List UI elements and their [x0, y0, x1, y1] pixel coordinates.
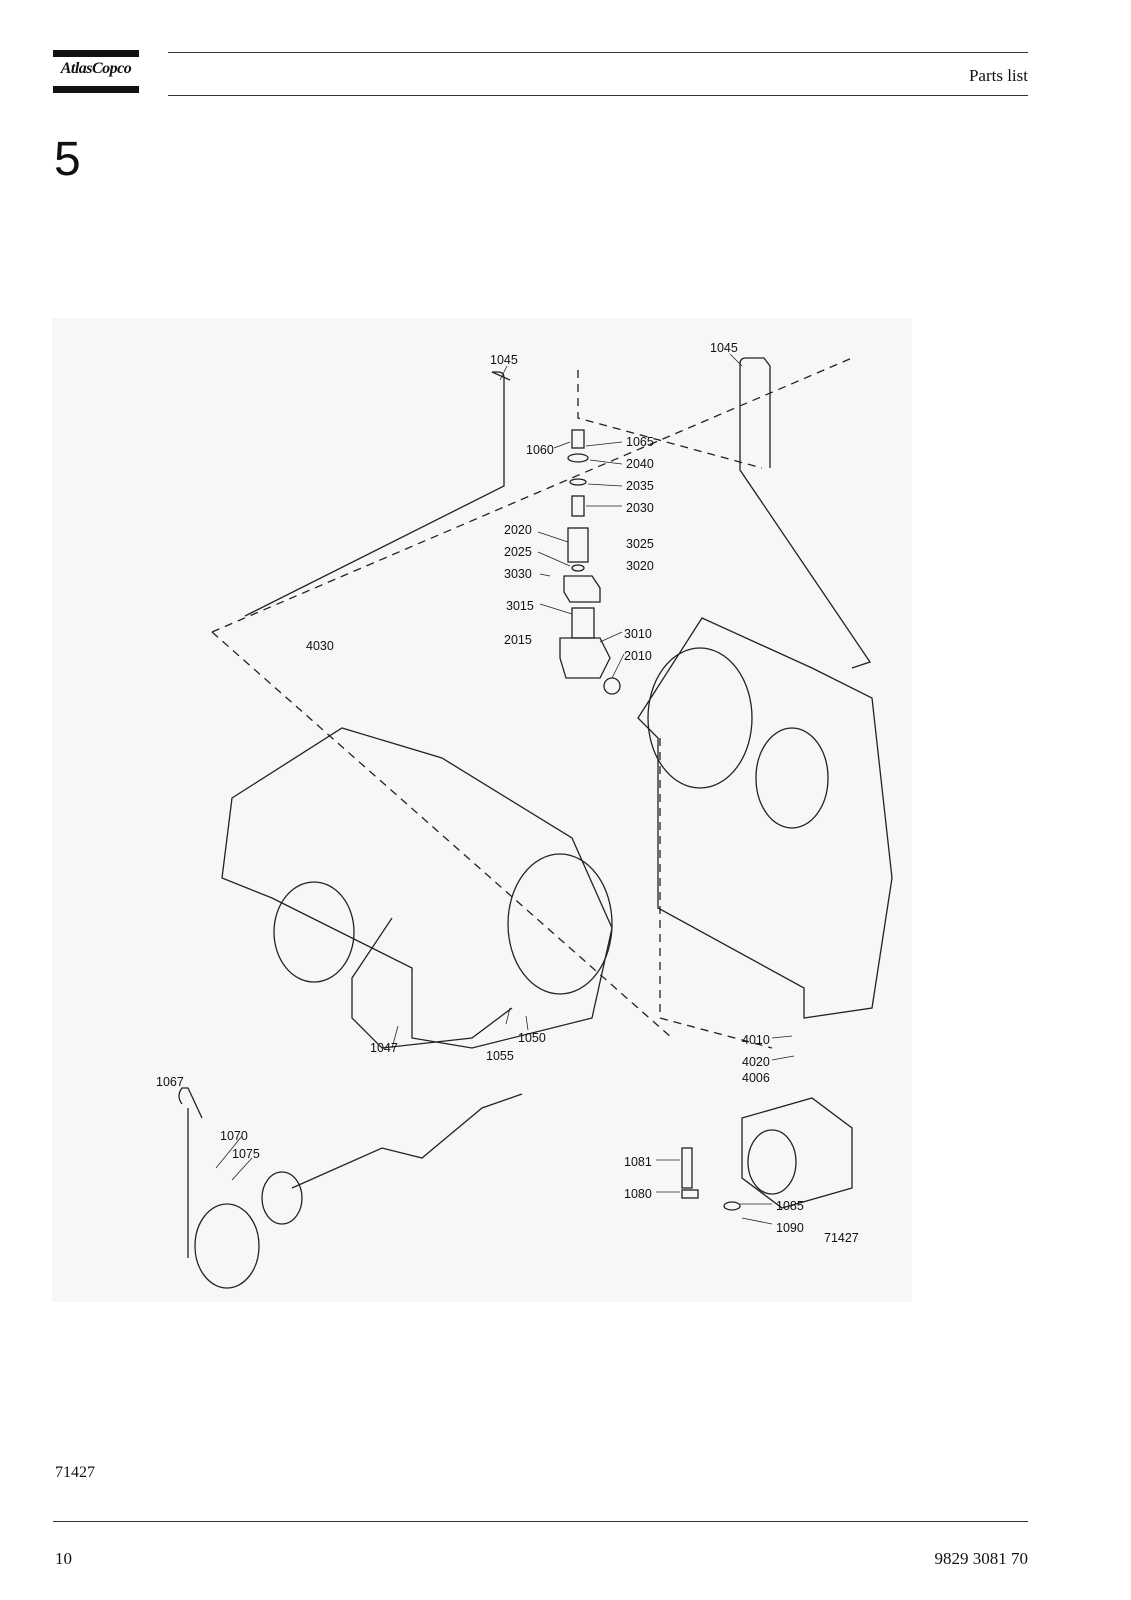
gear-housing-bore-1: [647, 647, 753, 789]
lower-flange-left: [194, 1203, 260, 1289]
callout-2015: 2015: [504, 633, 532, 647]
callout-2025: 2025: [504, 545, 532, 559]
leader-1055: [505, 1007, 511, 1025]
part-1081: [681, 1147, 693, 1189]
pipe-1045-right: [739, 357, 872, 669]
page-number: 10: [55, 1549, 72, 1568]
part-2035: [569, 478, 587, 486]
atlas-copco-logo: AtlasCopco: [53, 50, 139, 94]
part-2030: [571, 495, 585, 517]
callout-1080: 1080: [624, 1187, 652, 1201]
callout-1065: 1065: [626, 435, 654, 449]
dashed-line-vertical: [659, 738, 773, 1049]
dashed-line-top: [211, 357, 853, 633]
callout-1055: 1055: [486, 1049, 514, 1063]
callout-4030: 4030: [306, 639, 334, 653]
compressor-inlet-flange: [273, 881, 355, 983]
part-3015: [571, 607, 595, 639]
oil-line-1047: [351, 917, 513, 1049]
leader-2010: [611, 653, 625, 679]
part-1060: [571, 429, 585, 449]
logo-text: AtlasCopco: [60, 60, 132, 77]
part-3025: [563, 575, 601, 603]
parts-drawing-svg: 1045 1045 1060 1065 2040 2035 2030 2020 …: [156, 341, 893, 1289]
leader-3010: [599, 631, 623, 643]
callout-2030: 2030: [626, 501, 654, 515]
callout-1050: 1050: [518, 1031, 546, 1045]
exploded-parts-drawing: 1045 1045 1060 1065 2040 2035 2030 2020 …: [52, 318, 912, 1302]
leader-1045-left: [499, 365, 508, 381]
callout-3025: 3025: [626, 537, 654, 551]
leader-1065: [585, 441, 623, 447]
callout-2020: 2020: [504, 523, 532, 537]
callout-1060: 1060: [526, 443, 554, 457]
oil-filter-housing: [741, 1097, 853, 1209]
callout-1085: 1085: [776, 1199, 804, 1213]
header-rule-top: [168, 52, 1028, 53]
part-2025: [571, 564, 585, 572]
oil-filter-port: [747, 1129, 797, 1195]
figure-reference: 71427: [55, 1464, 95, 1481]
callout-2010: 2010: [624, 649, 652, 663]
footer-rule: [53, 1521, 1028, 1522]
part-2040: [567, 453, 589, 463]
callout-1067: 1067: [156, 1075, 184, 1089]
part-1085: [723, 1201, 741, 1211]
callout-2035: 2035: [626, 479, 654, 493]
leader-1090: [741, 1217, 773, 1225]
header-rule-bottom: [168, 95, 1028, 96]
leader-2040: [589, 459, 623, 465]
lower-flange-right: [261, 1171, 303, 1225]
leader-4020: [771, 1055, 795, 1061]
leader-2020: [537, 531, 569, 543]
section-number: 5: [54, 133, 81, 186]
callout-4020: 4020: [742, 1055, 770, 1069]
gear-housing-bore-2: [755, 727, 829, 829]
leader-1045-right: [729, 353, 743, 367]
callout-4006: 4006: [742, 1071, 770, 1085]
logo-bar-top: [53, 50, 139, 57]
callout-1081: 1081: [624, 1155, 652, 1169]
compressor-flange-bore: [507, 853, 613, 995]
leader-1050: [525, 1015, 529, 1031]
callout-1045-left: 1045: [490, 353, 518, 367]
compressor-element: [221, 727, 613, 1049]
leader-1075: [231, 1157, 253, 1181]
callout-4010: 4010: [742, 1033, 770, 1047]
drawing-id: 71427: [824, 1231, 859, 1245]
leader-1047: [391, 1025, 399, 1049]
pipe-1067: [178, 1087, 523, 1258]
part-3010: [559, 637, 611, 679]
callout-1070: 1070: [220, 1129, 248, 1143]
callout-1047: 1047: [370, 1041, 398, 1055]
leader-2025: [537, 551, 571, 567]
leader-3015: [539, 603, 573, 615]
part-2020: [567, 527, 589, 563]
leader-1070: [215, 1135, 243, 1169]
part-1080: [681, 1189, 699, 1199]
callout-3030: 3030: [504, 567, 532, 581]
leader-4010: [771, 1035, 793, 1039]
callout-1075: 1075: [232, 1147, 260, 1161]
dashed-line-diagonal: [211, 631, 673, 1039]
gear-housing: [637, 617, 893, 1019]
callout-3020: 3020: [626, 559, 654, 573]
leader-1060: [553, 441, 571, 449]
pipe-1045-left: [244, 371, 511, 617]
callout-3010: 3010: [624, 627, 652, 641]
header-title: Parts list: [968, 66, 1028, 85]
callout-1045-right: 1045: [710, 341, 738, 355]
dashed-line-valve: [577, 370, 763, 469]
callout-2040: 2040: [626, 457, 654, 471]
leader-2035: [587, 483, 623, 487]
logo-bar-bottom: [53, 86, 139, 93]
document-number: 9829 3081 70: [934, 1549, 1029, 1568]
part-2010: [603, 677, 621, 695]
callout-3015: 3015: [506, 599, 534, 613]
callout-1090: 1090: [776, 1221, 804, 1235]
leader-3030: [539, 573, 551, 577]
